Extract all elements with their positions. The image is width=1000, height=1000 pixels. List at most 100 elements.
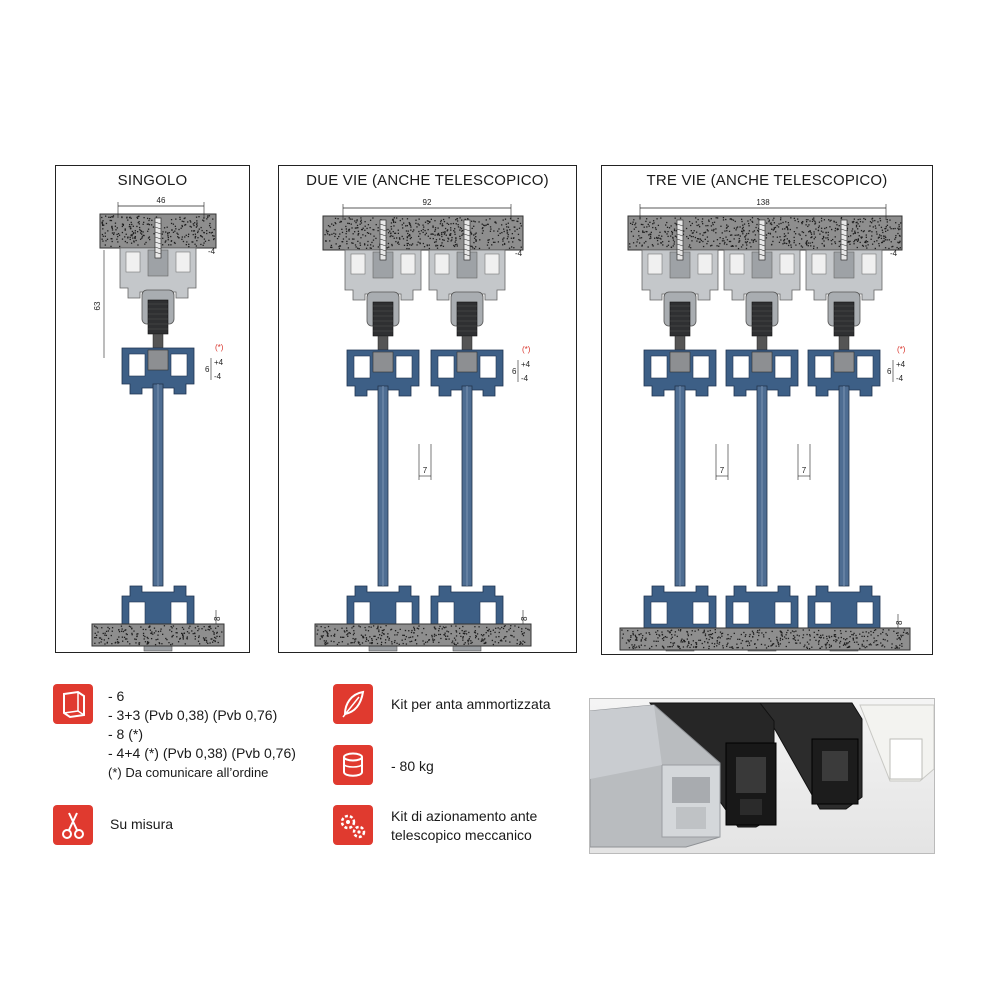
concrete-speckle — [131, 628, 133, 630]
concrete-speckle — [825, 643, 828, 645]
concrete-speckle — [886, 239, 888, 241]
concrete-speckle — [853, 218, 856, 220]
concrete-speckle — [716, 245, 718, 247]
height-dimension-label: 63 — [93, 301, 102, 310]
concrete-speckle — [406, 236, 408, 238]
concrete-speckle — [698, 224, 700, 226]
concrete-speckle — [341, 636, 343, 638]
concrete-speckle — [434, 627, 436, 630]
concrete-speckle — [406, 239, 408, 242]
concrete-speckle — [195, 245, 198, 247]
clamp-cavity — [650, 601, 668, 625]
concrete-speckle — [393, 641, 396, 644]
concrete-speckle — [766, 222, 768, 224]
concrete-speckle — [820, 636, 822, 639]
concrete-speckle — [895, 632, 898, 634]
concrete-speckle — [144, 635, 146, 638]
concrete-speckle — [180, 227, 182, 229]
concrete-speckle — [520, 643, 522, 645]
concrete-speckle — [354, 244, 357, 246]
concrete-speckle — [127, 237, 129, 239]
concrete-speckle — [152, 226, 155, 228]
concrete-speckle — [334, 217, 337, 220]
concrete-speckle — [137, 633, 139, 635]
concrete-speckle — [170, 244, 172, 246]
concrete-speckle — [679, 217, 682, 219]
concrete-speckle — [868, 632, 870, 634]
concrete-speckle — [794, 233, 797, 235]
concrete-speckle — [184, 224, 186, 226]
screw-thread — [840, 223, 848, 227]
concrete-speckle — [441, 242, 443, 244]
concrete-speckle — [663, 637, 665, 639]
concrete-speckle — [431, 634, 433, 637]
concrete-speckle — [640, 237, 643, 239]
concrete-speckle — [866, 646, 868, 648]
concrete-speckle — [450, 625, 453, 627]
concrete-speckle — [707, 230, 709, 232]
dimension-label: 138 — [756, 198, 770, 207]
concrete-speckle — [722, 237, 724, 240]
concrete-speckle — [401, 218, 404, 220]
concrete-speckle — [770, 640, 772, 642]
concrete-speckle — [453, 643, 456, 646]
concrete-speckle — [145, 628, 147, 631]
concrete-speckle — [347, 633, 349, 635]
concrete-speckle — [818, 636, 821, 638]
concrete-speckle — [112, 216, 114, 218]
concrete-speckle — [447, 635, 449, 637]
concrete-speckle — [473, 225, 475, 227]
concrete-speckle — [443, 634, 445, 636]
concrete-speckle — [827, 231, 829, 234]
concrete-speckle — [386, 247, 388, 249]
concrete-speckle — [98, 637, 101, 639]
concrete-speckle — [438, 641, 440, 644]
concrete-speckle — [493, 230, 495, 232]
concrete-speckle — [878, 234, 881, 236]
concrete-speckle — [631, 644, 633, 646]
concrete-speckle — [124, 240, 127, 243]
concrete-speckle — [196, 225, 198, 227]
concrete-speckle — [833, 639, 835, 642]
concrete-speckle — [131, 223, 133, 226]
concrete-speckle — [752, 231, 754, 233]
concrete-speckle — [181, 236, 183, 238]
concrete-speckle — [879, 220, 882, 222]
dimension-label: 92 — [423, 198, 432, 207]
concrete-speckle — [457, 223, 459, 226]
concrete-speckle — [174, 230, 176, 232]
concrete-speckle — [813, 217, 815, 219]
concrete-speckle — [352, 242, 354, 244]
concrete-speckle — [178, 228, 180, 231]
concrete-speckle — [845, 630, 847, 633]
concrete-speckle — [822, 637, 825, 639]
concrete-speckle — [857, 239, 860, 241]
concrete-speckle — [885, 230, 887, 233]
concrete-speckle — [692, 232, 694, 234]
concrete-speckle — [380, 638, 382, 640]
concrete-speckle — [440, 245, 442, 247]
concrete-speckle — [127, 219, 129, 221]
concrete-speckle — [830, 228, 833, 231]
concrete-speckle — [470, 233, 473, 235]
concrete-speckle — [116, 227, 118, 229]
concrete-speckle — [317, 629, 319, 631]
concrete-speckle — [704, 633, 707, 635]
concrete-speckle — [522, 640, 524, 642]
concrete-speckle — [184, 643, 186, 645]
concrete-speckle — [698, 226, 701, 228]
concrete-speckle — [873, 637, 875, 639]
concrete-speckle — [187, 235, 190, 238]
concrete-speckle — [883, 240, 885, 242]
concrete-speckle — [630, 636, 632, 638]
concrete-speckle — [503, 637, 505, 640]
concrete-speckle — [869, 230, 871, 232]
screw-thread — [154, 226, 162, 230]
clamp-cavity — [732, 355, 750, 379]
concrete-speckle — [898, 228, 900, 231]
concrete-speckle — [447, 240, 449, 242]
concrete-speckle — [749, 633, 751, 636]
concrete-speckle — [779, 637, 782, 640]
concrete-speckle — [807, 219, 809, 221]
concrete-speckle — [859, 221, 862, 223]
